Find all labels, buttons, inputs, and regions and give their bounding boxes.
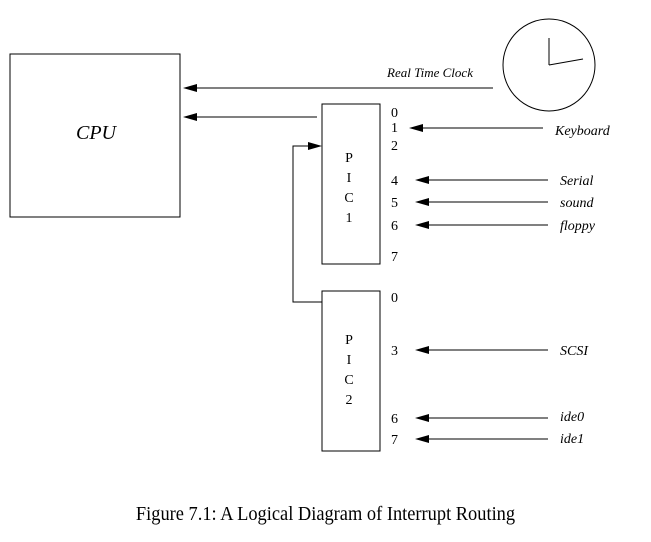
- serial-label: Serial: [560, 174, 594, 189]
- floppy-label: floppy: [560, 219, 596, 234]
- pic2-pin-number: 3: [391, 344, 398, 359]
- pic1-letter: I: [347, 171, 352, 186]
- pic1-letter: C: [344, 191, 353, 206]
- pic2-pin-number: 7: [391, 433, 398, 448]
- scsi-irq-arrowhead: [415, 346, 429, 354]
- pic1-letter: P: [345, 151, 353, 166]
- ide0-label: ide0: [560, 410, 584, 425]
- cpu-box: [9, 53, 181, 218]
- floppy-irq-arrowhead: [415, 221, 429, 229]
- pic1-pin-number: 6: [391, 219, 398, 234]
- pic2-letter: I: [347, 353, 352, 368]
- pic2-box: [321, 290, 381, 452]
- clock-to-cpu-arrowhead: [183, 84, 197, 92]
- real-time-clock-label: Real Time Clock: [386, 65, 473, 80]
- pic1-pin-number: 4: [391, 174, 398, 189]
- pic1-pin-number: 1: [391, 121, 398, 136]
- sound-label: sound: [560, 196, 594, 211]
- pic2-pin-number: 6: [391, 412, 398, 427]
- ide0-irq-arrowhead: [415, 414, 429, 422]
- serial-irq-arrowhead: [415, 176, 429, 184]
- pic1-pin-number: 5: [391, 196, 398, 211]
- pic1-pin-number: 0: [391, 106, 398, 121]
- figure-caption: Figure 7.1: A Logical Diagram of Interru…: [135, 503, 516, 525]
- cascade-arrowhead: [308, 142, 322, 150]
- ide1-label: ide1: [560, 432, 584, 447]
- pic2-pin-number: 0: [391, 291, 398, 306]
- cascade-line: [292, 145, 322, 303]
- cpu-label: CPU: [76, 122, 118, 144]
- pic1-box: [321, 103, 381, 265]
- clock-icon: [502, 18, 596, 112]
- sound-irq-arrowhead: [415, 198, 429, 206]
- pic1-letter: 1: [346, 211, 353, 226]
- scsi-label: SCSI: [560, 344, 589, 359]
- ide1-irq-arrowhead: [415, 435, 429, 443]
- pic1-pin-number: 7: [391, 250, 398, 265]
- pic1-to-cpu-arrowhead: [183, 113, 197, 121]
- pic2-letter: P: [345, 333, 353, 348]
- keyboard-irq-arrowhead: [409, 124, 423, 132]
- pic2-letter: C: [344, 373, 353, 388]
- keyboard-label: Keyboard: [554, 124, 611, 139]
- pic1-pin-number: 2: [391, 139, 398, 154]
- pic2-letter: 2: [346, 393, 353, 408]
